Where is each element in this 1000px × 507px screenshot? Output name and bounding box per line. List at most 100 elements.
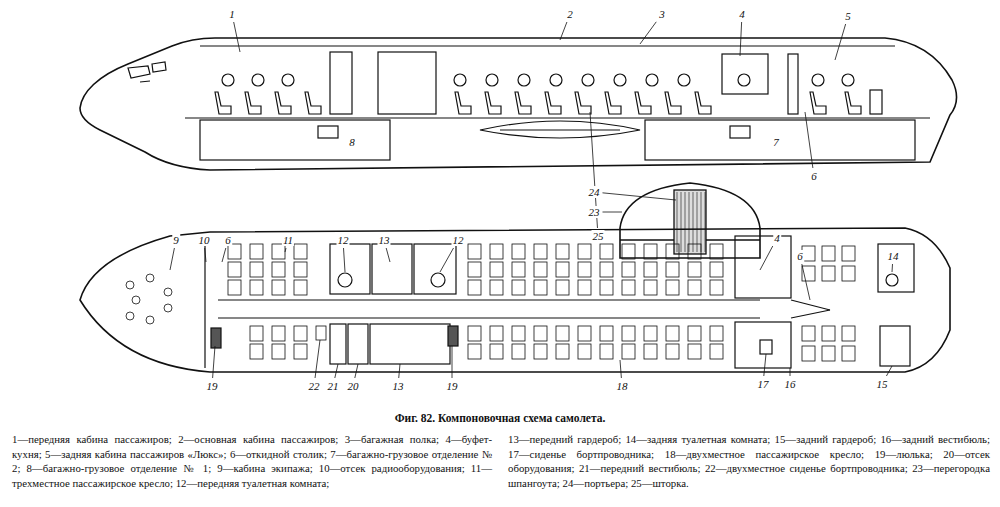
drawing-part bbox=[285, 248, 286, 252]
drawing-part bbox=[440, 248, 454, 272]
drawing-part bbox=[272, 262, 285, 277]
drawing-part bbox=[640, 22, 656, 44]
drawing-part bbox=[578, 244, 591, 259]
drawing-part bbox=[666, 344, 679, 359]
drawing-part bbox=[620, 360, 621, 378]
legend-text: 9—кабина экипажа; bbox=[217, 462, 312, 474]
drawing-part bbox=[454, 74, 466, 86]
drawing-part bbox=[275, 92, 291, 114]
drawing-part bbox=[600, 326, 613, 341]
drawing-part bbox=[622, 262, 635, 277]
drawing-part bbox=[760, 246, 773, 270]
drawing-part bbox=[805, 112, 813, 168]
drawing-part bbox=[490, 244, 503, 259]
drawing-part bbox=[802, 326, 815, 341]
drawing-part bbox=[468, 244, 481, 259]
drawing-part bbox=[600, 244, 613, 259]
drawing-part bbox=[842, 266, 855, 281]
drawing-part bbox=[250, 262, 263, 277]
callout-number: 13 bbox=[392, 380, 405, 392]
drawing-part bbox=[810, 92, 826, 114]
legend-text: 6—откидной столик; bbox=[230, 448, 327, 460]
callout-number: 25 bbox=[592, 230, 605, 242]
legend-text: 3—багажная полка; bbox=[345, 433, 439, 445]
drawing-part bbox=[205, 248, 206, 262]
drawing-part bbox=[126, 312, 134, 320]
window-row bbox=[222, 74, 854, 86]
drawing-part bbox=[886, 366, 892, 376]
drawing-part bbox=[228, 280, 241, 295]
drawing-part bbox=[294, 326, 307, 341]
drawing-part bbox=[215, 92, 231, 114]
drawing-part bbox=[688, 326, 701, 341]
drawing-part bbox=[512, 344, 525, 359]
legend-text: 13—передний гардероб; bbox=[508, 433, 621, 445]
drawing-part bbox=[666, 280, 679, 295]
drawing-part bbox=[272, 280, 285, 295]
legend-text: 12—передняя туалетная комната; bbox=[176, 477, 330, 489]
drawing-part bbox=[386, 248, 390, 262]
drawing-part bbox=[556, 244, 569, 259]
drawing-part bbox=[842, 346, 855, 361]
drawing-part bbox=[666, 262, 679, 277]
callout-number: 15 bbox=[876, 378, 889, 390]
drawing-part bbox=[560, 22, 567, 40]
drawing-part bbox=[250, 344, 263, 359]
drawing-part bbox=[802, 264, 810, 300]
drawing-part bbox=[316, 326, 326, 340]
drawing-part bbox=[305, 92, 321, 114]
legend-column: 1—передняя кабина пассажиров; 2—основная… bbox=[12, 432, 492, 490]
drawing-part bbox=[578, 326, 591, 341]
callout-number: 5 bbox=[844, 10, 852, 22]
drawing-part bbox=[701, 192, 702, 252]
drawing-part bbox=[490, 326, 503, 341]
callout-number: 4 bbox=[773, 232, 781, 244]
legend-text: 24—портьера; bbox=[563, 477, 629, 489]
drawing-part bbox=[272, 244, 285, 259]
drawing-part bbox=[468, 344, 481, 359]
drawing-part bbox=[822, 246, 835, 261]
drawing-part bbox=[740, 22, 742, 56]
drawing-part bbox=[126, 281, 134, 289]
drawing-part bbox=[164, 304, 172, 312]
leader-lines bbox=[170, 22, 893, 378]
drawing-part bbox=[688, 280, 701, 295]
legend-text: 19—люлька; bbox=[875, 448, 933, 460]
drawing-part bbox=[550, 74, 562, 86]
drawing-part bbox=[512, 244, 525, 259]
drawing-part bbox=[710, 344, 723, 359]
drawing-part bbox=[644, 280, 657, 295]
drawing-part bbox=[534, 326, 547, 341]
drawing-part bbox=[164, 288, 172, 296]
drawing-part bbox=[146, 316, 154, 324]
drawing-part bbox=[710, 262, 723, 277]
callout-number: 21 bbox=[327, 380, 340, 392]
drawing-part bbox=[842, 246, 855, 261]
legend-text: 14—задняя туалетная комната; bbox=[625, 433, 770, 445]
legend-text: 21—передний вестибюль; bbox=[579, 462, 701, 474]
callout-number: 6 bbox=[224, 234, 232, 246]
drawing-part bbox=[665, 92, 681, 114]
callout-number: 11 bbox=[282, 234, 294, 246]
legend-text: 2—основная кабина пассажиров; bbox=[178, 433, 338, 445]
drawing-part bbox=[399, 364, 400, 378]
legend-column: 13—передний гардероб; 14—задняя туалетна… bbox=[508, 432, 990, 490]
callout-number: 6 bbox=[796, 250, 804, 262]
callout-number: 1 bbox=[228, 8, 236, 20]
legend-text: 8—багажно-грузовое отделение № 1; bbox=[26, 462, 211, 474]
drawing-part bbox=[689, 192, 690, 252]
drawing-part bbox=[170, 248, 174, 270]
drawing-part bbox=[315, 340, 320, 378]
drawing-part bbox=[695, 92, 711, 114]
callout-number: 7 bbox=[772, 136, 780, 148]
drawing-part bbox=[635, 92, 651, 114]
callout-number: 13 bbox=[378, 234, 391, 246]
drawing-part bbox=[455, 92, 471, 114]
drawing-part bbox=[697, 192, 698, 252]
drawing-part bbox=[666, 244, 679, 259]
drawing-part bbox=[512, 326, 525, 341]
seat-grid bbox=[126, 244, 855, 361]
legend-text: 10—отсек радиооборудования; bbox=[319, 462, 465, 474]
legend-text: 25—шторка. bbox=[631, 477, 689, 489]
drawing-part bbox=[512, 280, 525, 295]
